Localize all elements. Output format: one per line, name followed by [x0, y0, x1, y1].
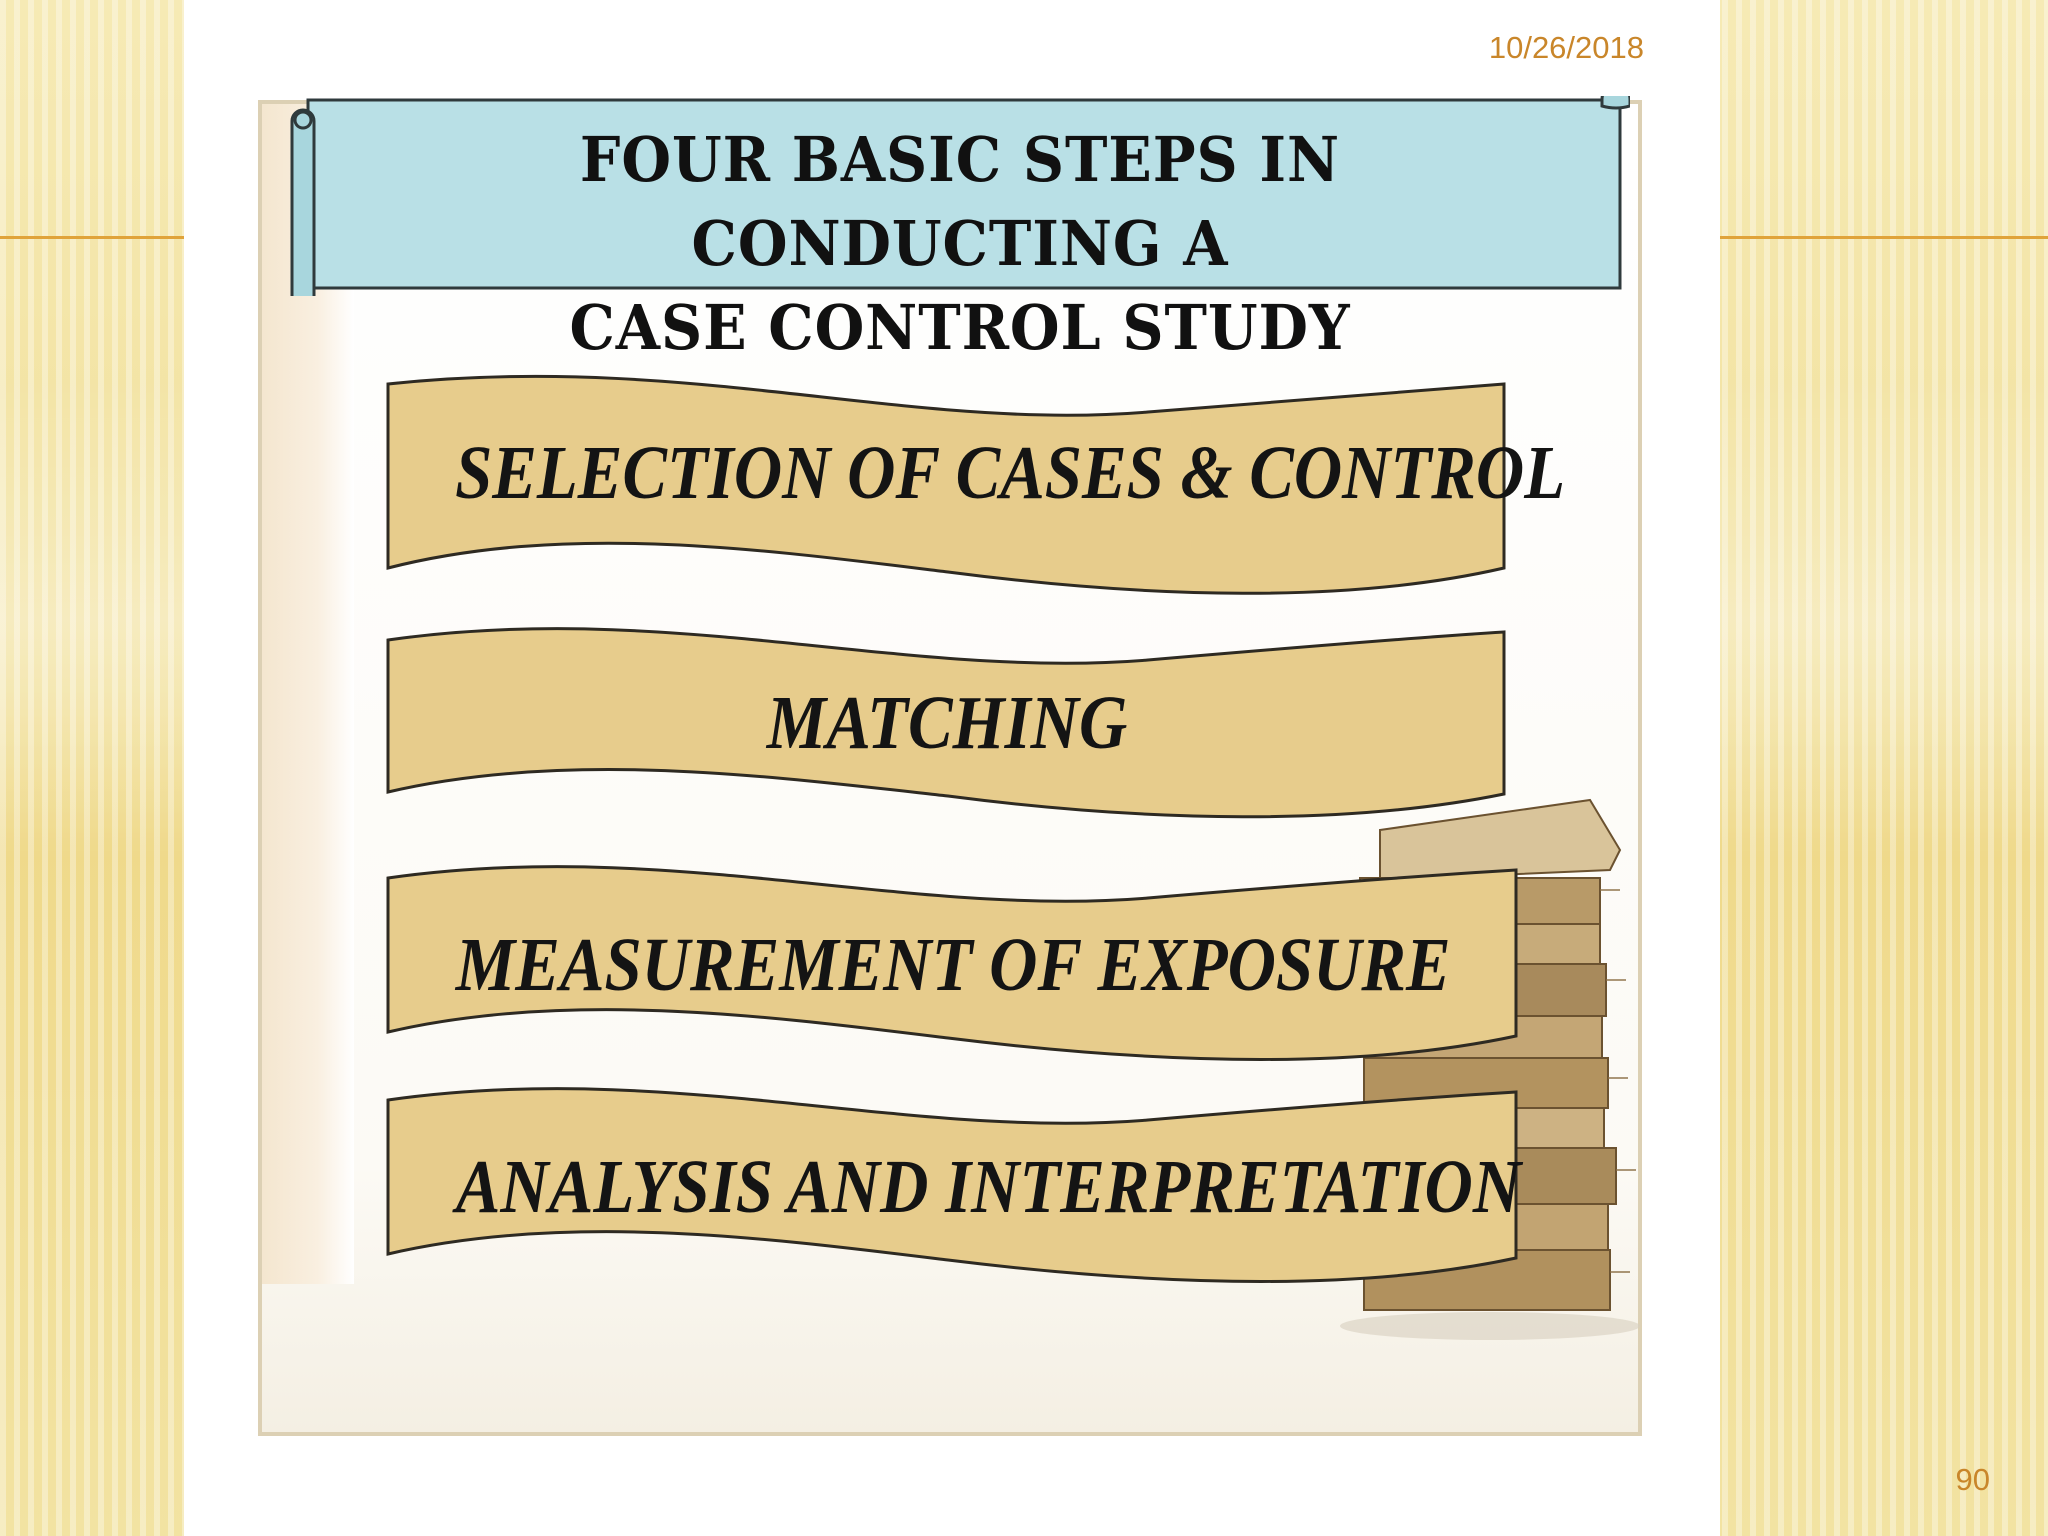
- step-label-3: MEASUREMENT OF EXPOSURE: [455, 923, 1451, 1007]
- slide-date: 10/26/2018: [1488, 30, 1644, 65]
- slide-page-number: 90: [1955, 1462, 1990, 1497]
- title-line-1: FOUR BASIC STEPS IN CONDUCTING A: [579, 123, 1341, 280]
- title-scroll-banner: [290, 96, 1630, 296]
- frame-side-strip: [262, 104, 354, 1284]
- diagram-title: FOUR BASIC STEPS IN CONDUCTING A CASE CO…: [362, 118, 1558, 370]
- step-label-2: MATCHING: [766, 681, 1128, 765]
- step-ribbon-4: ANALYSIS AND INTERPRETATION: [386, 1080, 1522, 1283]
- step-ribbon-3: MEASUREMENT OF EXPOSURE: [386, 858, 1518, 1061]
- step-label-1: SELECTION OF CASES & CONTROL: [455, 431, 1566, 515]
- step-ribbon-1: SELECTION OF CASES & CONTROL: [386, 372, 1566, 595]
- title-line-2: CASE CONTROL STUDY: [569, 291, 1351, 364]
- step-ribbon-2: MATCHING: [386, 620, 1506, 820]
- right-accent-rule: [1720, 236, 2048, 239]
- step-label-4: ANALYSIS AND INTERPRETATION: [455, 1145, 1522, 1229]
- left-accent-rule: [0, 236, 184, 239]
